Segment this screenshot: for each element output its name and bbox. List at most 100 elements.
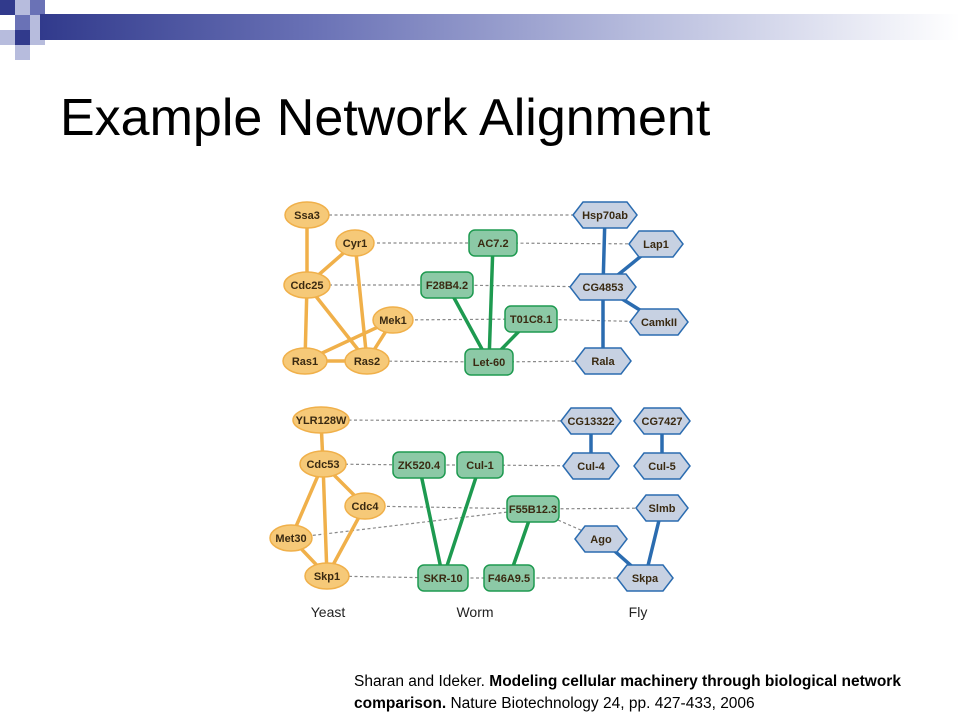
- node-label: F46A9.5: [488, 573, 530, 585]
- node-Mek1: Mek1: [372, 306, 414, 334]
- node-AC7.2: AC7.2: [468, 229, 518, 257]
- node-Ras1: Ras1: [282, 347, 328, 375]
- node-Cdc53: Cdc53: [299, 450, 347, 478]
- node-F55B12.3: F55B12.3: [506, 495, 560, 523]
- node-label: Cul-1: [466, 460, 494, 472]
- node-shape: [562, 452, 620, 480]
- node-label: Let-60: [473, 357, 505, 369]
- node-label: Cdc4: [352, 501, 380, 513]
- node-label: Skpa: [632, 573, 659, 585]
- citation: Sharan and Ideker. Modeling cellular mac…: [354, 671, 954, 715]
- node-label: Cyr1: [343, 238, 367, 250]
- header-gradient-bar: [40, 14, 960, 40]
- node-label: F55B12.3: [509, 504, 557, 516]
- node-label: Ras2: [354, 356, 380, 368]
- node-shape: [284, 201, 330, 229]
- node-shape: [292, 406, 350, 434]
- node-shape: [633, 407, 691, 435]
- node-label: Rala: [591, 356, 615, 368]
- node-shape: [628, 230, 684, 258]
- column-label-fly: Fly: [629, 604, 648, 620]
- node-Skpa: Skpa: [616, 564, 674, 592]
- alignment-edges: [290, 214, 663, 579]
- node-shape: [572, 201, 638, 229]
- node-shape: [506, 495, 560, 523]
- node-label: CG4853: [583, 282, 624, 294]
- node-label: YLR128W: [296, 415, 347, 427]
- node-shape: [574, 347, 632, 375]
- node-Ras2: Ras2: [344, 347, 390, 375]
- column-label-yeast: Yeast: [311, 604, 346, 620]
- node-shape: [283, 271, 331, 299]
- node-label: Mek1: [379, 315, 407, 327]
- node-label: T01C8.1: [510, 314, 552, 326]
- node-Cul-4: Cul-4: [562, 452, 620, 480]
- node-shape: [633, 452, 691, 480]
- node-shape: [282, 347, 328, 375]
- node-CG13322: CG13322: [560, 407, 622, 435]
- node-CamkII: CamkII: [629, 308, 689, 336]
- citation-source: Nature Biotechnology 24, pp. 427-433, 20…: [446, 695, 755, 712]
- node-shape: [344, 492, 386, 520]
- node-shape: [616, 564, 674, 592]
- node-shape: [304, 562, 350, 590]
- interaction-edge-Cyr1-Ras2: [353, 241, 369, 363]
- node-Rala: Rala: [574, 347, 632, 375]
- node-label: Ras1: [292, 356, 318, 368]
- node-Ago: Ago: [574, 525, 628, 553]
- node-Ssa3: Ssa3: [284, 201, 330, 229]
- alignment-edge-F28B4.2-CG4853: [446, 284, 604, 288]
- node-label: Cdc53: [306, 459, 339, 471]
- node-shape: [269, 524, 313, 552]
- node-label: Lap1: [643, 239, 669, 251]
- node-label: CG13322: [567, 416, 614, 428]
- alignment-edge-Cdc4-F55B12.3: [364, 505, 534, 510]
- node-YLR128W: YLR128W: [292, 406, 350, 434]
- column-label-worm: Worm: [456, 604, 493, 620]
- node-F28B4.2: F28B4.2: [420, 271, 474, 299]
- alignment-edge-YLR128W-CG13322: [320, 419, 592, 422]
- node-Cyr1: Cyr1: [335, 229, 375, 257]
- node-CG4853: CG4853: [569, 273, 637, 301]
- node-shape: [417, 564, 469, 592]
- node-T01C8.1: T01C8.1: [504, 305, 558, 333]
- node-shape: [560, 407, 622, 435]
- node-shape: [392, 451, 446, 479]
- interaction-edge-Cdc53-Skp1: [321, 462, 329, 578]
- node-shape: [299, 450, 347, 478]
- node-SKR-10: SKR-10: [417, 564, 469, 592]
- interaction-edges: [289, 213, 664, 580]
- node-shape: [464, 348, 514, 376]
- node-Let-60: Let-60: [464, 348, 514, 376]
- node-Cul-1: Cul-1: [456, 451, 504, 479]
- node-label: CG7427: [642, 416, 683, 428]
- node-label: Met30: [275, 533, 306, 545]
- node-label: Cul-4: [577, 461, 605, 473]
- node-label: Skp1: [314, 571, 340, 583]
- node-label: ZK520.4: [398, 460, 441, 472]
- node-Hsp70ab: Hsp70ab: [572, 201, 638, 229]
- node-label: Hsp70ab: [582, 210, 628, 222]
- node-shape: [504, 305, 558, 333]
- node-Cdc4: Cdc4: [344, 492, 386, 520]
- interaction-edge-ZK520.4-SKR-10: [417, 463, 445, 580]
- slide-title: Example Network Alignment: [60, 89, 711, 147]
- node-label: SKR-10: [423, 573, 462, 585]
- node-shape: [344, 347, 390, 375]
- node-label: AC7.2: [477, 238, 508, 250]
- node-shape: [335, 229, 375, 257]
- node-shape: [483, 564, 535, 592]
- node-label: F28B4.2: [426, 280, 468, 292]
- node-label: CamkII: [641, 317, 677, 329]
- node-shape: [372, 306, 414, 334]
- alignment-edge-Mek1-T01C8.1: [392, 318, 532, 321]
- node-CG7427: CG7427: [633, 407, 691, 435]
- node-shape: [468, 229, 518, 257]
- citation-title: Modeling cellular machinery through biol…: [354, 673, 901, 712]
- citation-authors: Sharan and Ideker.: [354, 673, 490, 690]
- node-label: Slmb: [649, 503, 676, 515]
- node-shape: [420, 271, 474, 299]
- node-shape: [635, 494, 689, 522]
